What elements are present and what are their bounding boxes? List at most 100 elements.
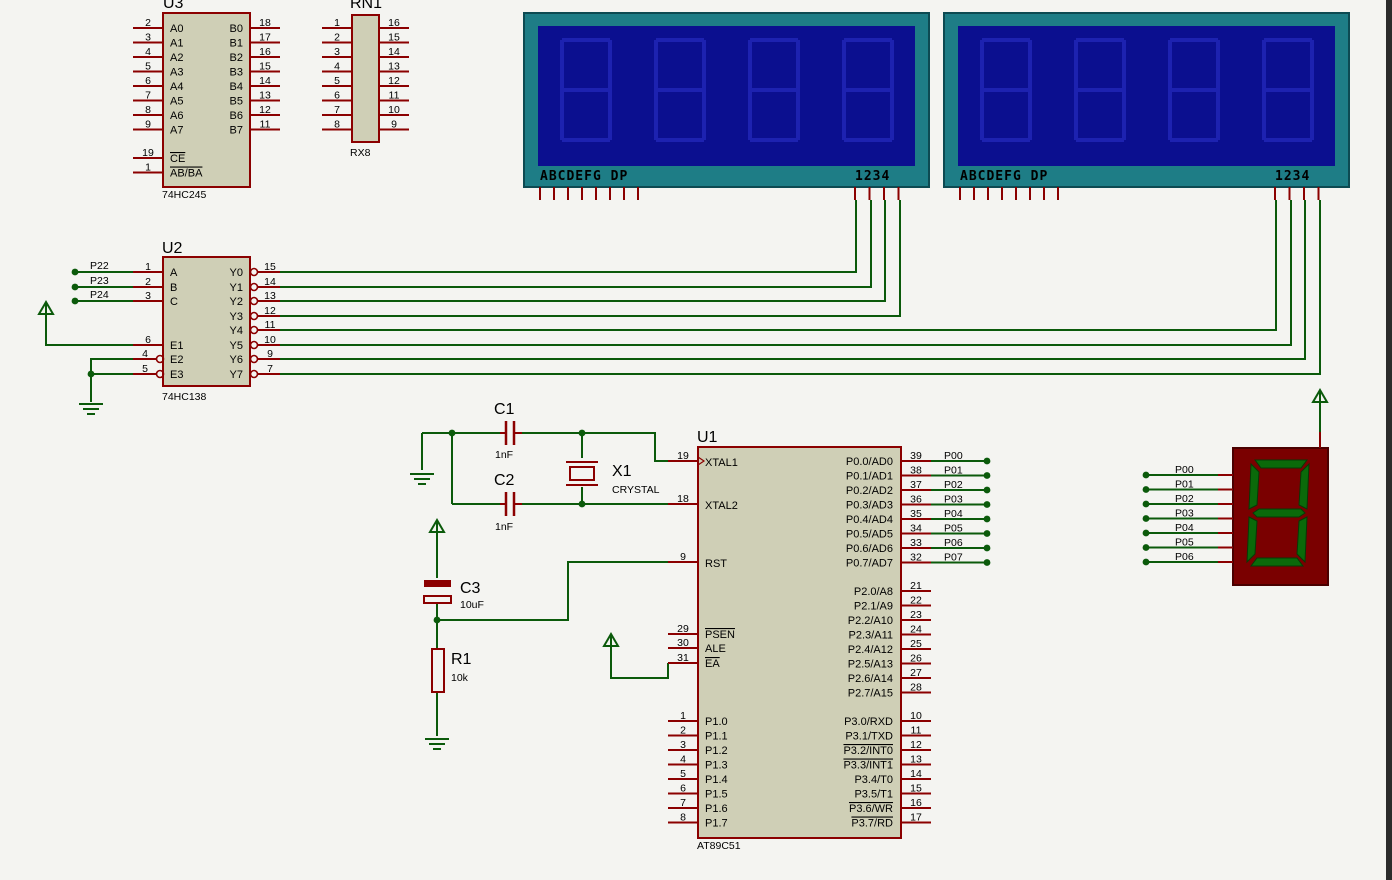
u3-pin-label: A4: [170, 81, 183, 93]
u3-ref: U3: [163, 0, 184, 12]
junction-dot: [578, 429, 586, 437]
lcd-1-digit-label: 1234: [855, 169, 890, 184]
pin-number: 2: [334, 32, 340, 44]
c1-value: 1nF: [495, 449, 513, 461]
u1-pin-label: P0.0/AD0: [846, 456, 893, 468]
u1-pin-label: P0.4/AD4: [846, 514, 893, 526]
pin-number: 2: [680, 725, 686, 737]
x1-body: [569, 466, 595, 481]
u1-pin-label: P2.7/A15: [848, 688, 893, 700]
junction-dot: [1142, 558, 1150, 566]
u3-part: 74HC245: [162, 189, 207, 201]
pin-number: 14: [259, 75, 271, 87]
net-label: P23: [90, 275, 109, 287]
lcd-1-seg-label: ABCDEFG DP: [540, 169, 628, 184]
net-label: P00: [1175, 464, 1194, 476]
pin-number: 35: [910, 508, 922, 520]
u2-pin-label: Y1: [230, 282, 243, 294]
u2-pin-label: Y5: [230, 340, 243, 352]
junction-dot: [983, 515, 991, 523]
pin-number: 15: [910, 783, 922, 795]
pin-number: 3: [680, 739, 686, 751]
lcd-2-ghost-digit: [1168, 38, 1220, 142]
seg7-segment-a: [1254, 459, 1308, 469]
wire: [280, 200, 1306, 360]
junction-dot: [1142, 500, 1150, 508]
u1-pin-label: P3.5/T1: [854, 789, 893, 801]
wire: [280, 200, 886, 302]
lcd-1-ghost-digit: [560, 38, 612, 142]
c3-ref: C3: [460, 580, 481, 597]
pin-number: 14: [910, 768, 922, 780]
u2-body: [162, 256, 251, 387]
net-label: P01: [944, 465, 963, 477]
u3-pin-label: A3: [170, 67, 183, 79]
net-label: P05: [944, 523, 963, 535]
net-label: P04: [944, 508, 963, 520]
u2-pin-label: B: [170, 282, 177, 294]
pin-number: 37: [910, 479, 922, 491]
pin-number: 22: [910, 595, 922, 607]
net-label: P01: [1175, 479, 1194, 491]
u1-pin-label: P0.2/AD2: [846, 485, 893, 497]
pin-number: 32: [910, 552, 922, 564]
wire: [280, 200, 872, 288]
u2-pin-label: Y7: [230, 369, 243, 381]
pin-number: 29: [677, 623, 689, 635]
net-label: P03: [944, 494, 963, 506]
u1-pin-label: XTAL2: [705, 500, 738, 512]
u2-pin-label: E3: [170, 369, 183, 381]
u1-pin-label: P1.3: [705, 760, 728, 772]
pin-number: 10: [910, 710, 922, 722]
seg7-segment-f: [1248, 462, 1260, 510]
u1-pin-label: P1.1: [705, 731, 728, 743]
u2-pin-label: Y3: [230, 311, 243, 323]
pin-number: 16: [388, 17, 400, 29]
junction-dot: [1142, 529, 1150, 537]
u1-pin-label: P3.1/TXD: [845, 731, 893, 743]
pin-number: 18: [677, 493, 689, 505]
pin-number: 12: [264, 305, 276, 317]
u1-pin-label: P2.3/A11: [849, 630, 893, 642]
pin-number: 23: [910, 609, 922, 621]
pin-number: 4: [680, 754, 686, 766]
lcd-2-glass: [958, 26, 1335, 166]
u1-pin-label: P3.3/INT1: [843, 760, 893, 772]
junction-dot: [983, 486, 991, 494]
junction-dot: [983, 472, 991, 479]
u3-pin-label: A6: [170, 110, 183, 122]
pin-number: 3: [145, 32, 151, 44]
pin-number: 1: [145, 261, 151, 273]
wire: [280, 200, 1277, 331]
u3-pin-label: A1: [170, 38, 183, 50]
pin-number: 8: [145, 104, 151, 116]
pin-number: 3: [145, 290, 151, 302]
u1-pin-label: P0.7/AD7: [846, 558, 893, 570]
u1-pin-label: P2.4/A12: [848, 644, 893, 656]
pin-number: 4: [334, 61, 340, 73]
junction-dot: [983, 501, 991, 508]
u3-pin-label: B3: [230, 67, 243, 79]
pin-number: 9: [145, 119, 151, 131]
c2-value: 1nF: [495, 521, 513, 533]
u3-pin-label: AB/BA: [170, 168, 203, 180]
u2-invert-bubble: [155, 369, 165, 379]
rn1-part: RX8: [350, 147, 371, 159]
u2-ref: U2: [162, 240, 183, 257]
u2-pin-label: Y6: [230, 354, 243, 366]
net-label: P05: [1175, 537, 1194, 549]
u1-pin-label: PSEN: [705, 629, 735, 641]
pin-number: 12: [259, 104, 271, 116]
pin-number: 9: [267, 348, 273, 360]
u1-pin-label: P1.7: [705, 818, 728, 830]
wire: [437, 561, 668, 621]
u3-pin-label: B0: [230, 23, 243, 35]
pin-number: 36: [910, 494, 922, 506]
c3-value: 10uF: [460, 599, 484, 611]
pin-number: 1: [680, 710, 686, 722]
junction-dot: [983, 530, 991, 537]
net-label: P00: [944, 450, 963, 462]
u2-part: 74HC138: [162, 391, 207, 403]
wire: [90, 358, 133, 375]
r1-body: [431, 648, 445, 693]
